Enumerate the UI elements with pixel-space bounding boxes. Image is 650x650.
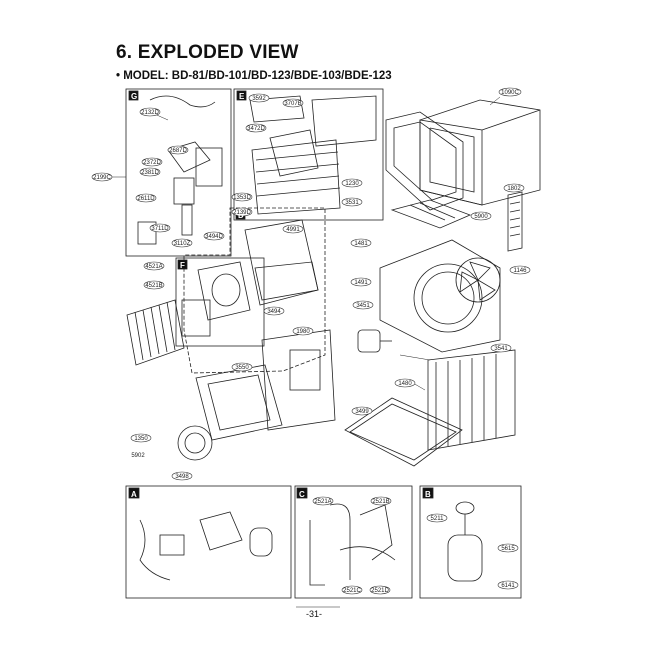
part-label: 2521D (371, 588, 389, 594)
part-label: 1980 (296, 329, 310, 335)
section-f-tag-box (177, 259, 188, 270)
section-c-tubing (309, 503, 396, 586)
part-label: 1350 (134, 436, 148, 442)
section-b-tag-box (422, 487, 434, 499)
base-pan-drawing (344, 397, 463, 467)
part-label: 4521A (145, 264, 162, 270)
section-b-frame (419, 485, 522, 599)
part-label: 3472D (247, 126, 265, 132)
condenser-coil-drawing (427, 349, 516, 451)
section-d-tag: D (238, 211, 244, 220)
part-label: 1146 (514, 268, 528, 274)
section-f-frame (175, 257, 265, 347)
section-e-frame (233, 88, 384, 221)
part-label: 1230 (345, 181, 359, 187)
part-label: 2372D (143, 160, 161, 166)
section-a-frame (125, 485, 292, 599)
section-g-tag-box (128, 90, 139, 101)
section-b-tag: B (425, 490, 431, 499)
part-label: 3499 (355, 409, 369, 415)
propeller-fan-drawing (455, 257, 501, 303)
part-label: 3711D (151, 226, 169, 232)
part-label: 3531 (345, 200, 359, 206)
section-g-parts (137, 95, 223, 245)
section-g-frame (125, 88, 232, 257)
section-c-tag-box (296, 487, 308, 499)
section-a-parts (139, 511, 273, 581)
section-a-tag: A (131, 490, 137, 499)
section-e-parts (249, 95, 377, 215)
part-label: 2521B (372, 499, 389, 505)
side-louver-drawing (507, 191, 523, 252)
evaporator-coil-drawing (126, 299, 185, 366)
shroud-drawing (379, 239, 501, 353)
fan-motor-drawing (357, 329, 392, 353)
part-label: 3592 (252, 96, 266, 102)
part-label: 3451 (356, 303, 370, 309)
section-c-tag: C (299, 490, 305, 499)
blower-wheel-drawing (177, 425, 213, 461)
part-label: 1480 (398, 381, 412, 387)
section-e-tag: E (239, 92, 245, 101)
section-d-parts (244, 219, 319, 306)
control-box-drawing (261, 329, 336, 431)
section-f-tag: F (180, 261, 185, 270)
part-label: 1481 (354, 241, 368, 247)
section-f-parts (181, 261, 251, 337)
part-label: 2521C (343, 588, 361, 594)
part-label: 3494 (267, 309, 281, 315)
part-label: 5902 (131, 453, 145, 459)
part-label: 3550 (235, 365, 249, 371)
part-label: 3498 (175, 474, 189, 480)
section-e-tag-box (236, 90, 247, 101)
page-number: -31- (306, 609, 323, 619)
part-label: 2132D (141, 110, 159, 116)
part-label: 3494D (205, 234, 223, 240)
drain-pan-drawing (195, 364, 283, 441)
part-label: 2139D (233, 210, 251, 216)
part-label: 1090C (501, 90, 519, 96)
section-g-tag: G (131, 92, 137, 101)
section-b-compressor (447, 501, 483, 582)
part-label: 4991 (286, 227, 300, 233)
part-label: 2521A (314, 499, 331, 505)
part-label: 4521B (145, 283, 162, 289)
part-label: 3707B (284, 101, 301, 107)
part-label: 2611D (137, 196, 155, 202)
cabinet-drawing (419, 99, 541, 206)
part-label: 2199C (93, 175, 111, 181)
part-label: 5615 (501, 546, 515, 552)
part-label: 3541 (494, 346, 508, 352)
part-label: 2381D (141, 170, 159, 176)
front-frame-drawing (385, 111, 464, 211)
part-label: 1491 (354, 280, 368, 286)
part-label: 1353D (233, 195, 251, 201)
part-label: 6141 (501, 583, 515, 589)
part-label: 1802 (507, 186, 521, 192)
page-title: 6. EXPLODED VIEW (116, 42, 299, 63)
part-label: 5900 (474, 214, 488, 220)
part-label: 3110Z (174, 241, 191, 247)
part-label: 2687D (169, 148, 187, 154)
air-guide-drawing (390, 199, 472, 229)
model-line: • MODEL: BD-81/BD-101/BD-123/BDE-103/BDE… (116, 70, 392, 82)
section-c-frame (294, 485, 413, 599)
section-d-frame (183, 207, 326, 374)
section-a-tag-box (128, 487, 140, 499)
part-label: 5211 (431, 516, 445, 522)
